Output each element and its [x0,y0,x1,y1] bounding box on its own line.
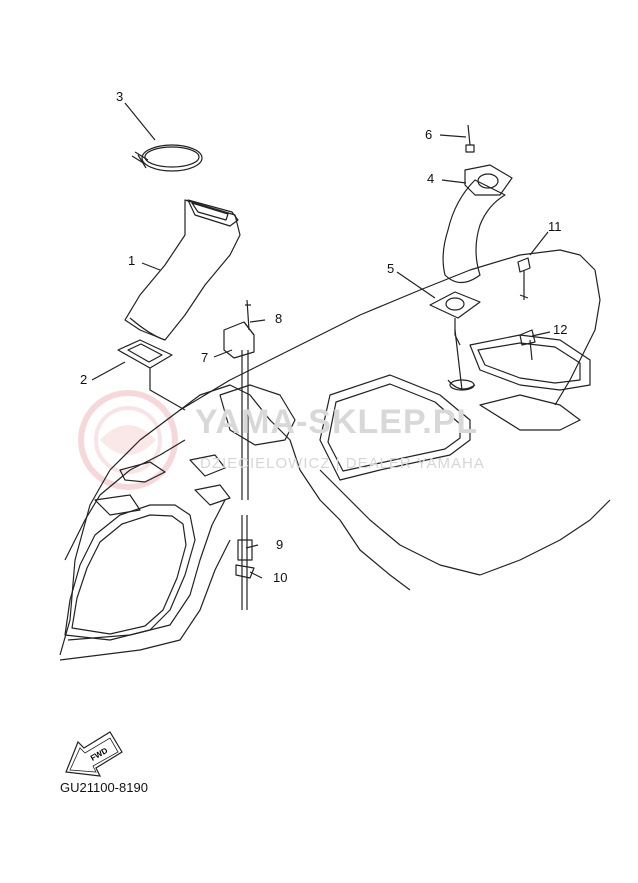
cross-member [479,394,581,431]
side-deck-2 [319,469,481,576]
callout-8: 8 [275,311,283,326]
right-deck [479,499,611,576]
callout-1: 1 [128,253,136,268]
diagram-code: GU21100-8190 [60,780,148,795]
fwd-arrow-icon: FWD [65,731,123,777]
watermark-logo [78,390,178,490]
deck-rail [67,499,226,641]
callout-12: 12 [553,322,568,337]
gunwale-right [554,269,601,406]
side-deck [299,469,411,591]
clip-12 [519,329,536,361]
deck-left [64,439,186,561]
callout-6: 6 [425,127,433,142]
callout-2: 2 [80,372,88,387]
breather-assembly [223,299,255,500]
hull-outline [59,249,596,656]
center-frame [319,374,471,481]
deck-center-left [179,384,301,471]
callout-10: 10 [273,570,288,585]
callout-9: 9 [276,537,284,552]
watermark-subtitle: DZIECIELOWICZ | DEALER YAMAHA [200,455,485,472]
intake-duct-1 [124,199,241,341]
hull-lower-edge [59,539,231,661]
gasket-5 [429,291,481,319]
callout-5: 5 [387,261,395,276]
watermark-title: YAMA-SKLEP.PL [195,403,479,441]
callout-3: 3 [116,89,124,104]
hose-clamp-3 [131,144,203,172]
leader-lines [91,102,551,579]
callout-7: 7 [201,350,209,365]
grommet-11 [517,257,531,300]
callout-11: 11 [548,219,562,234]
intake-duct-right [442,164,513,284]
callout-4: 4 [427,171,435,186]
drain-tube [447,329,476,391]
bolt-6 [465,124,475,153]
duct-gasket-2 [117,339,173,369]
lower-rod [235,515,255,610]
